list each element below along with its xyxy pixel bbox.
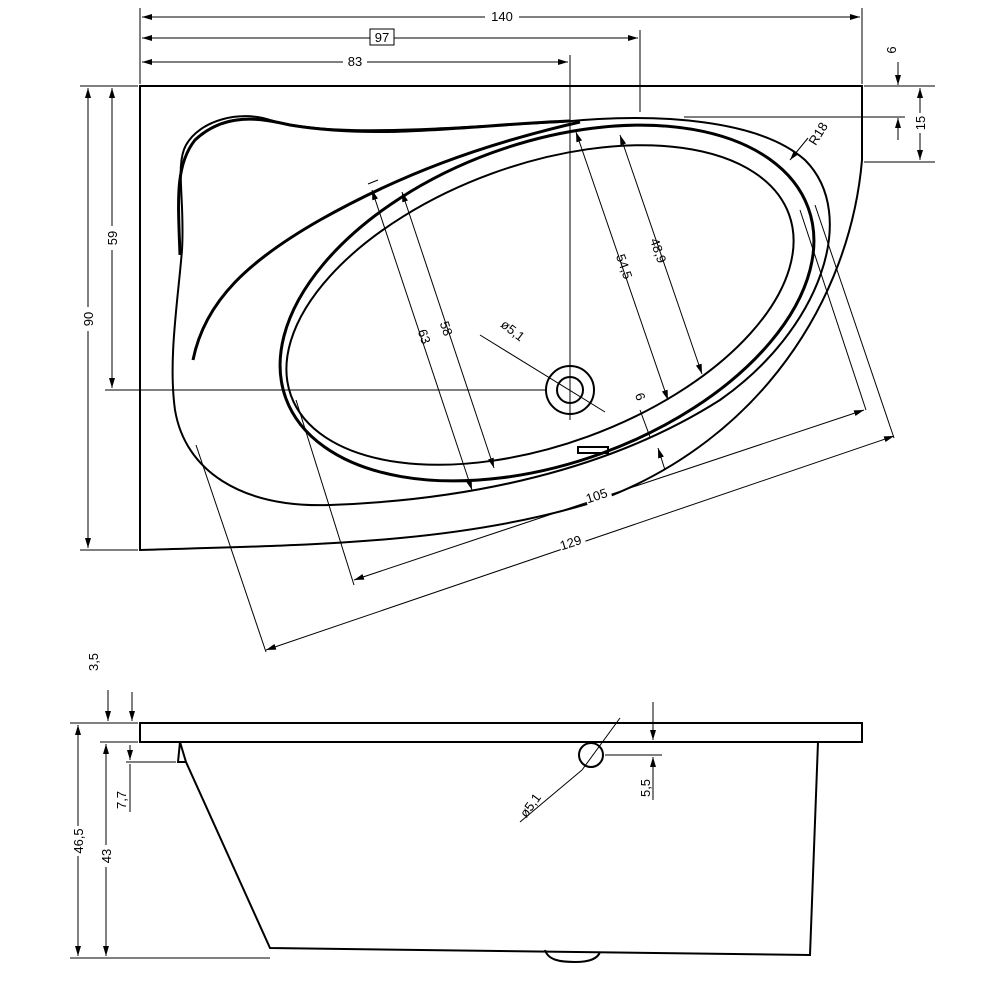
dim-rim-thickness: 3,5 — [86, 653, 101, 671]
dim-rim-corner: 15 — [913, 116, 928, 130]
side-body — [179, 741, 819, 957]
overflow-hole — [578, 742, 604, 768]
dim-basin-outer-width: 63 — [415, 327, 434, 346]
dim-overflow-height: 5,5 — [638, 779, 653, 797]
side-view — [139, 722, 863, 964]
dim-step-height: 7,7 — [114, 791, 129, 809]
dim-wall-gap: 6 — [632, 391, 649, 403]
dim-overall-height: 46,5 — [71, 828, 86, 853]
basin-inner — [285, 144, 795, 466]
dim-drain-offset: 83 — [348, 54, 362, 69]
side-dimensions: 3,5 46,5 43 7,7 5,5 ø5,1 — [70, 653, 662, 959]
basin-dimensions: 63 58 54,5 48,9 ø5,1 6 — [367, 131, 703, 491]
top-right-dimensions: 6 15 R18 — [684, 46, 935, 163]
dim-inner-height: 43 — [99, 849, 114, 863]
dim-outer-length: 129 — [558, 532, 583, 553]
side-foot — [544, 949, 601, 964]
dim-basin-depth: 48,9 — [647, 236, 669, 265]
dim-corner-radius: R18 — [806, 120, 831, 148]
overflow-slot — [577, 446, 609, 454]
top-view — [139, 85, 863, 552]
backrest-contour — [177, 117, 581, 361]
dim-drain-diameter: ø5,1 — [498, 317, 528, 345]
length-dimensions: 105 129 — [195, 204, 895, 653]
dim-basin-inner-depth: 54,5 — [613, 252, 635, 281]
dim-basin-width: 58 — [437, 319, 456, 338]
dim-drain-depth: 59 — [105, 231, 120, 245]
tub-inner-rim — [171, 115, 831, 507]
dim-overall-depth: 90 — [81, 312, 96, 326]
tub-outer-outline — [139, 85, 863, 552]
dim-overall-width: 140 — [491, 9, 513, 24]
side-rim — [139, 722, 863, 743]
dim-inner-width-boxed: 97 — [375, 30, 389, 45]
top-horizontal-dimensions: 140 97 83 — [139, 8, 863, 360]
dim-rim-top: 6 — [884, 46, 899, 53]
dim-inner-length: 105 — [584, 485, 609, 506]
